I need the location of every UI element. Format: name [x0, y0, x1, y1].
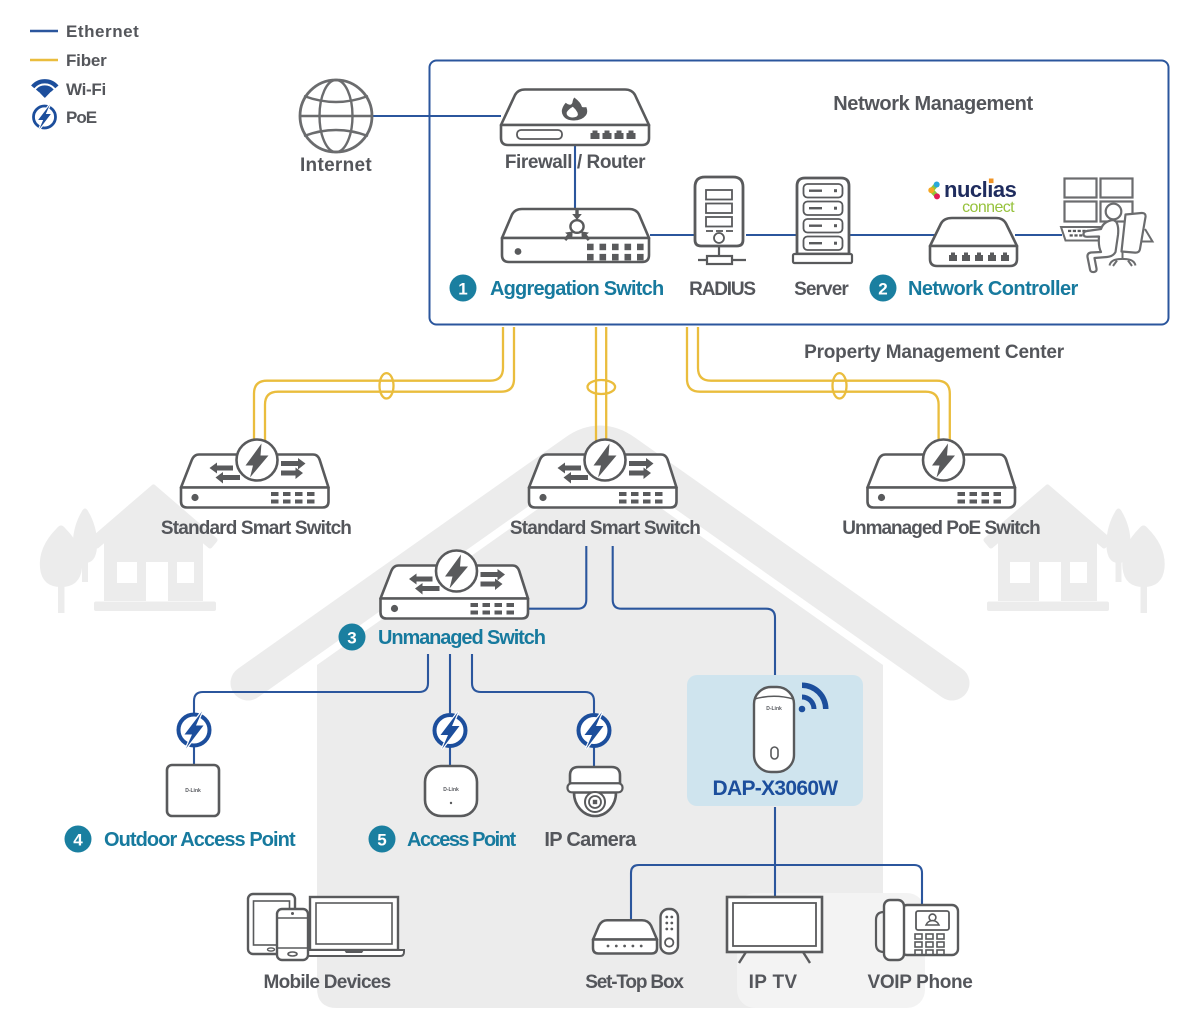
- svg-text:Outdoor Access Point: Outdoor Access Point: [104, 829, 296, 851]
- svg-text:Property Management Center: Property Management Center: [804, 342, 1065, 363]
- svg-text:IP TV: IP TV: [749, 972, 798, 993]
- svg-text:PoE: PoE: [66, 108, 97, 127]
- svg-text:5: 5: [377, 831, 386, 850]
- svg-text:D-Link: D-Link: [443, 787, 459, 793]
- svg-text:Fiber: Fiber: [66, 51, 107, 70]
- svg-text:Unmanaged PoE Switch: Unmanaged PoE Switch: [842, 518, 1040, 539]
- svg-text:4: 4: [73, 831, 83, 850]
- svg-text:Aggregation Switch: Aggregation Switch: [490, 278, 663, 300]
- svg-text:IP Camera: IP Camera: [544, 829, 637, 851]
- svg-text:Network Controller: Network Controller: [908, 278, 1079, 300]
- svg-text:VOIP Phone: VOIP Phone: [868, 972, 973, 993]
- svg-text:Unmanaged Switch: Unmanaged Switch: [378, 627, 545, 649]
- svg-text:Wi-Fi: Wi-Fi: [66, 80, 106, 99]
- svg-text:nuclıas: nuclıas: [944, 177, 1017, 202]
- svg-text:D-Link: D-Link: [185, 788, 201, 794]
- svg-text:3: 3: [347, 629, 356, 648]
- svg-text:DAP-X3060W: DAP-X3060W: [713, 777, 839, 800]
- svg-text:connect: connect: [962, 199, 1015, 216]
- svg-text:RADIUS: RADIUS: [689, 279, 755, 300]
- svg-text:Set-Top Box: Set-Top Box: [585, 972, 684, 993]
- svg-text:Network Management: Network Management: [833, 93, 1033, 115]
- svg-text:Access Point: Access Point: [407, 829, 516, 851]
- svg-text:Ethernet: Ethernet: [66, 22, 139, 41]
- svg-text:Mobile Devices: Mobile Devices: [264, 972, 391, 993]
- svg-text:Firewall / Router: Firewall / Router: [505, 152, 646, 173]
- svg-text:Standard Smart Switch: Standard Smart Switch: [510, 518, 700, 539]
- svg-text:2: 2: [878, 280, 887, 299]
- svg-text:D-Link: D-Link: [766, 706, 782, 712]
- svg-text:Internet: Internet: [300, 155, 372, 176]
- svg-text:Server: Server: [794, 279, 849, 300]
- svg-text:1: 1: [458, 280, 467, 299]
- svg-text:Standard Smart Switch: Standard Smart Switch: [161, 518, 351, 539]
